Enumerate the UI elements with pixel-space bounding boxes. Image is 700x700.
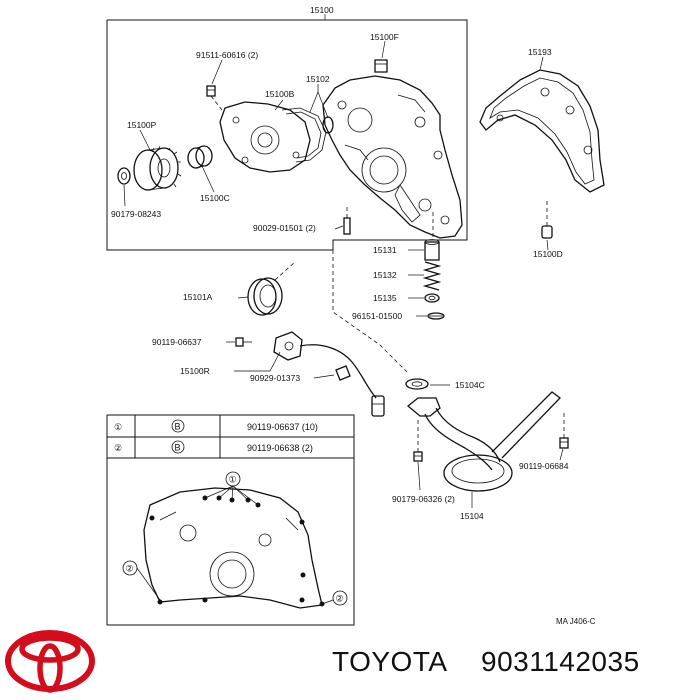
label-90179-06326: 90179-06326 (2) xyxy=(392,494,455,504)
pump-plate-15100b xyxy=(219,101,311,173)
seat-15135 xyxy=(424,293,440,303)
label-15135: 15135 xyxy=(373,293,397,303)
spring-15132 xyxy=(422,261,442,291)
sensor-15100r xyxy=(273,331,385,417)
legend-row-1-symbol: B xyxy=(175,422,181,432)
bolt-map-marker-1: ① xyxy=(229,475,237,485)
label-main-assembly: 15100 xyxy=(310,5,334,15)
label-15102: 15102 xyxy=(306,74,330,84)
label-90029-01501: 90029-01501 (2) xyxy=(253,223,316,233)
label-15104c: 15104C xyxy=(455,380,485,390)
label-90119-06684: 90119-06684 xyxy=(519,461,569,471)
drive-gear-15100p xyxy=(133,145,182,191)
pin-15100d xyxy=(541,200,553,239)
legend-row-2-symbol: B xyxy=(175,443,181,453)
label-15100f: 15100F xyxy=(370,32,399,42)
pin-90029 xyxy=(343,205,351,235)
bolt-90119-06637 xyxy=(235,337,252,347)
diagram-caption: MA J406-C xyxy=(556,617,596,626)
ring-15100c xyxy=(187,145,213,169)
label-90119-06637: 90119-06637 xyxy=(152,337,202,347)
main-assembly-frame xyxy=(106,19,468,251)
cover-bolt-map xyxy=(143,487,323,609)
brand-name: TOYOTA xyxy=(332,646,448,677)
toyota-logo xyxy=(5,630,95,693)
label-15104: 15104 xyxy=(460,511,484,521)
nut-90179-06326 xyxy=(413,418,423,462)
bolt-90119-06684 xyxy=(559,412,569,449)
label-90929-01373: 90929-01373 xyxy=(250,373,300,383)
oil-strainer-15104 xyxy=(406,391,561,492)
bolt-map-marker-2-right: ② xyxy=(336,594,344,604)
label-15100c: 15100C xyxy=(200,193,230,203)
legend-row-2-num: ② xyxy=(114,443,122,453)
legend-row-1-num: ① xyxy=(114,422,122,432)
label-15131: 15131 xyxy=(373,245,397,255)
label-91511: 91511-60616 (2) xyxy=(196,50,258,60)
label-15100b: 15100B xyxy=(265,89,295,99)
front-cover xyxy=(322,75,463,239)
bolt-map-marker-2-right-circle xyxy=(332,590,348,606)
label-90179-08243: 90179-08243 xyxy=(111,209,161,219)
bolt-91511 xyxy=(206,85,223,111)
label-15100r: 15100R xyxy=(180,366,210,376)
label-15100p: 15100P xyxy=(127,120,157,130)
oil-seal-15101a xyxy=(247,277,283,316)
bolt-map-frame xyxy=(106,414,355,626)
relief-valve-15131 xyxy=(424,239,440,261)
part-number: 9031142035 xyxy=(481,646,640,677)
o-ring-seal xyxy=(322,116,334,134)
cover-15100f xyxy=(374,59,388,73)
label-15193: 15193 xyxy=(528,47,552,57)
bolt-map-marker-2-left: ② xyxy=(126,564,134,574)
plug-96151 xyxy=(427,312,445,320)
label-15100d: 15100D xyxy=(533,249,563,259)
legend-row-1-symbol-circle xyxy=(171,419,185,433)
legend-row-2-part: 90119-06638 (2) xyxy=(247,443,313,453)
gasket-15104c xyxy=(405,378,429,390)
label-96151-01500: 96151-01500 xyxy=(352,311,402,321)
label-15132: 15132 xyxy=(373,270,397,280)
label-15101a: 15101A xyxy=(183,292,213,302)
legend-row-2-symbol-circle xyxy=(171,440,185,454)
gasket-15193 xyxy=(479,69,605,193)
gasket-15102 xyxy=(281,107,327,163)
legend-row-1-part: 90119-06637 (10) xyxy=(247,422,318,432)
clamp-90929 xyxy=(335,365,351,381)
bolt-map-leaders-1 xyxy=(204,485,259,506)
nut-90179-08243 xyxy=(117,167,131,185)
